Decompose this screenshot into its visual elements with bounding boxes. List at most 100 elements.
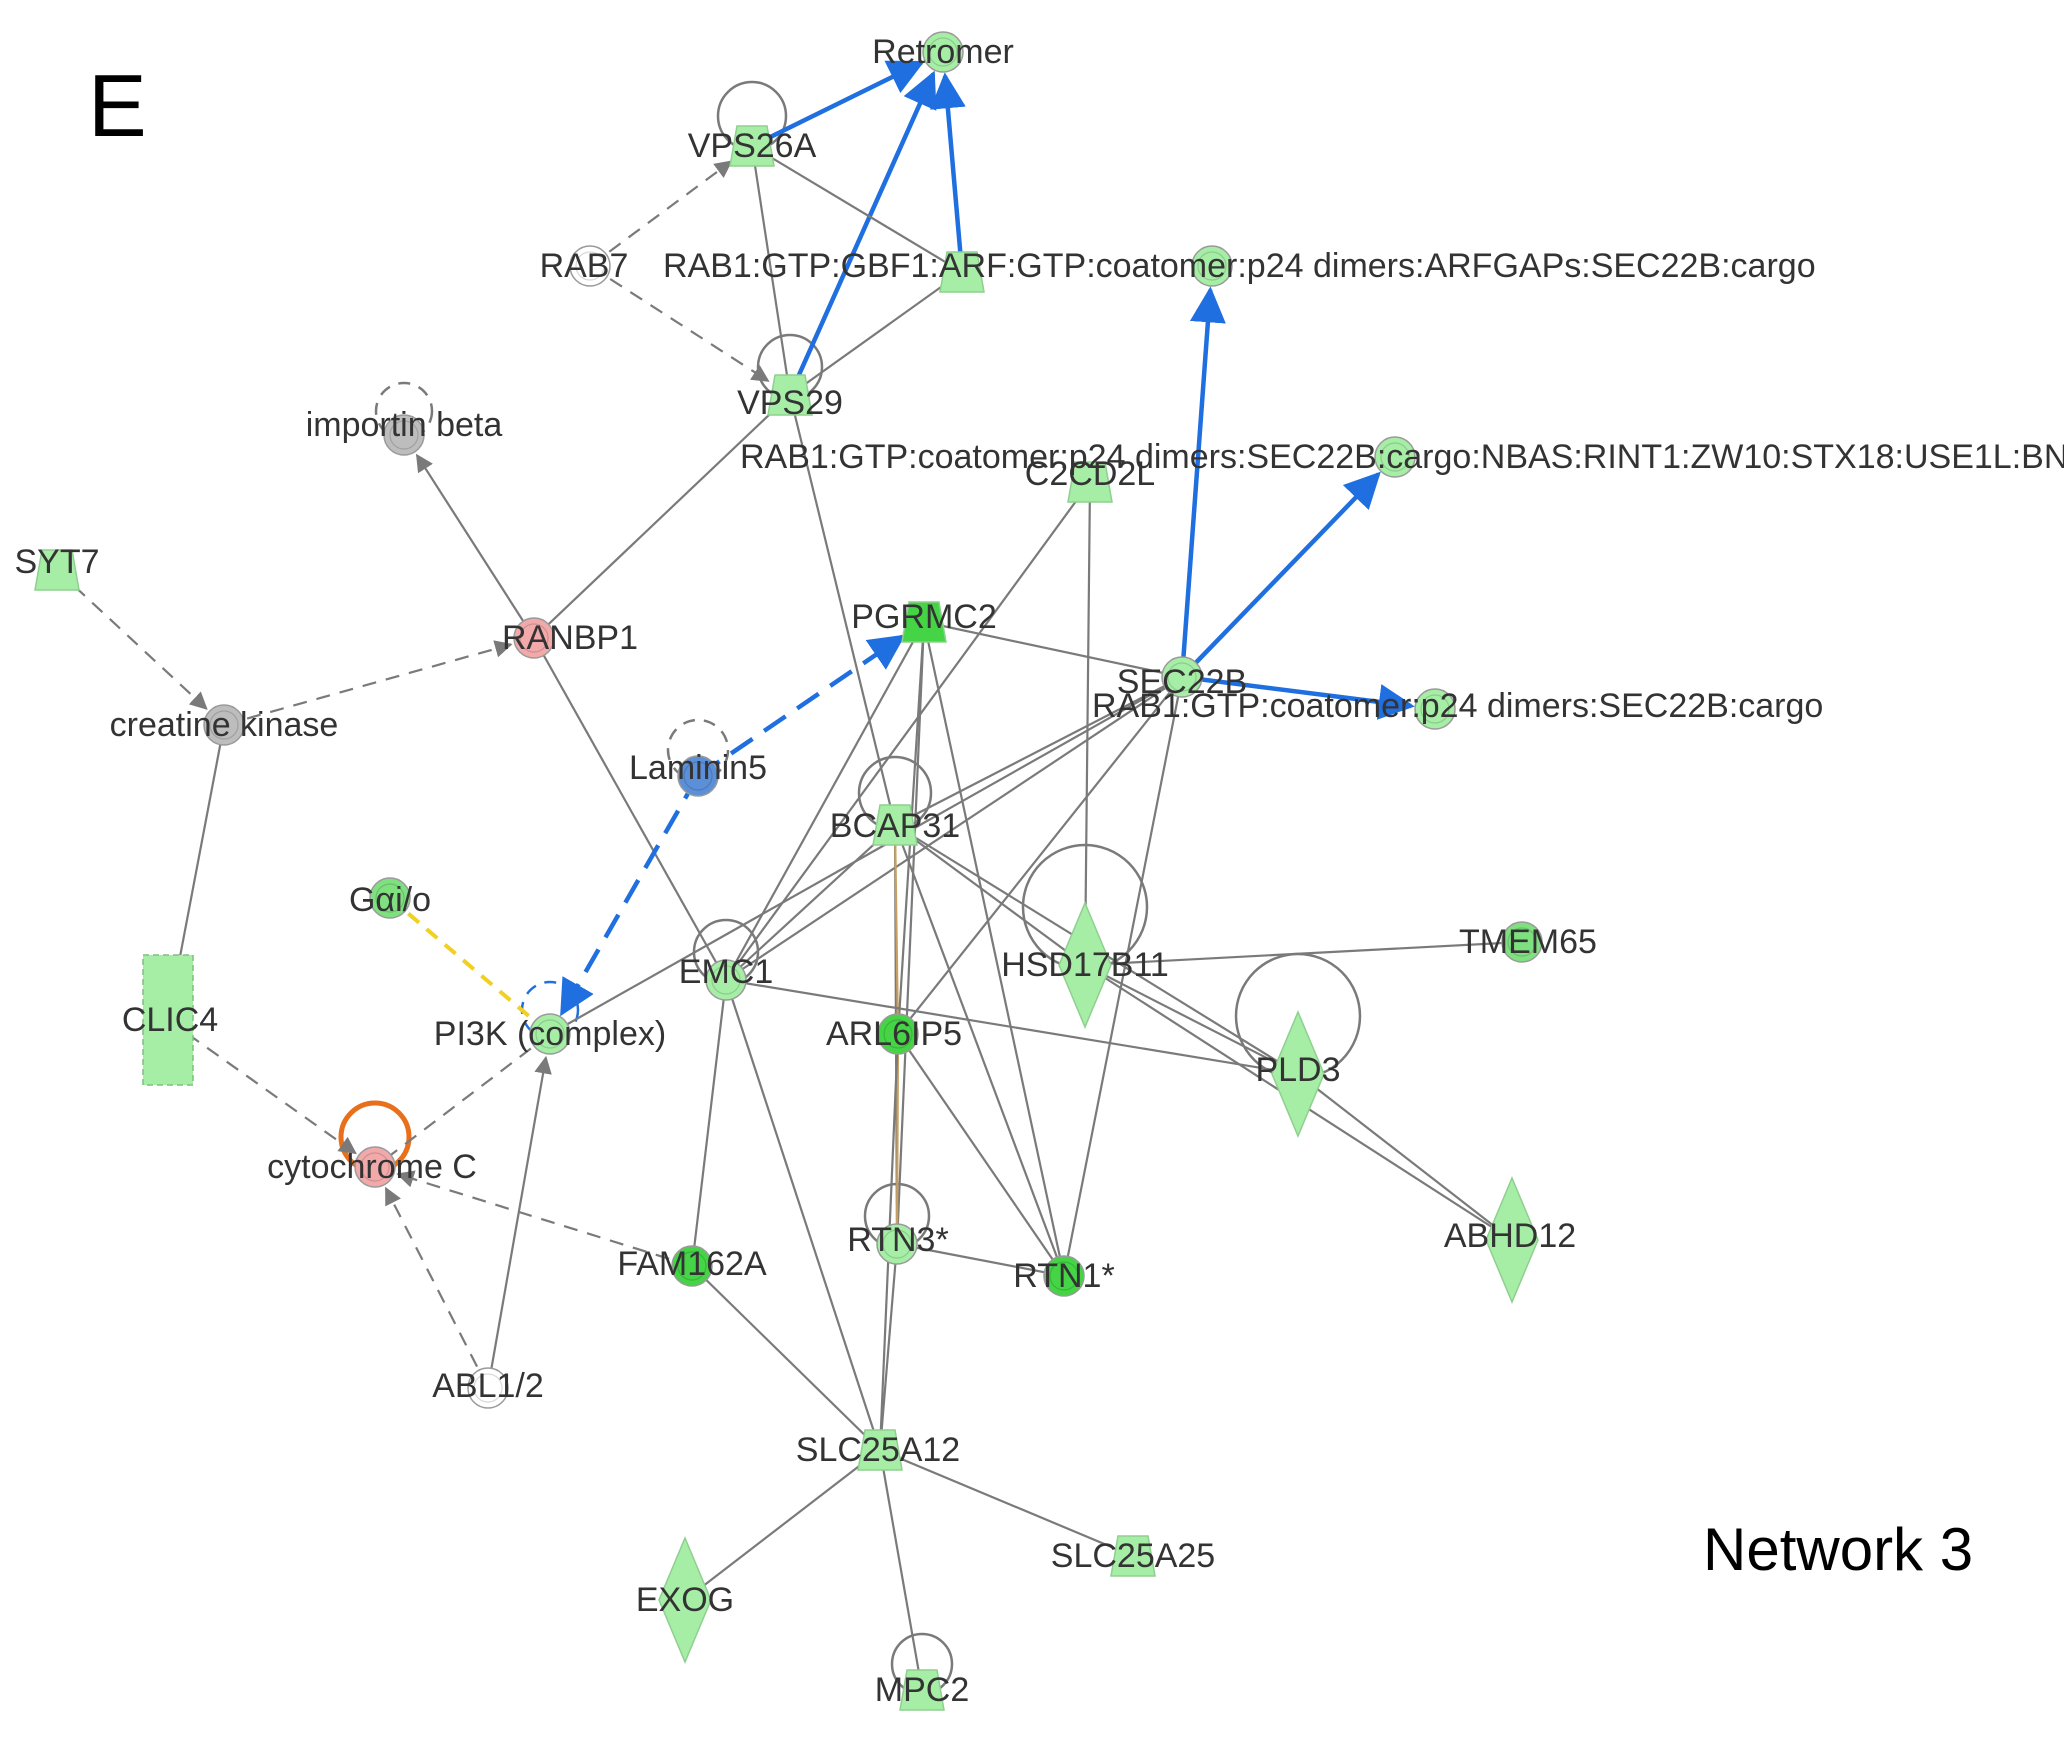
edge-abl12-to-pi3k (486, 1055, 552, 1389)
node-rtn3[interactable] (876, 1223, 918, 1265)
node-ranbp1[interactable] (513, 617, 555, 659)
edge-galphai-to-pi3k (388, 896, 552, 1036)
label-rab1-p24: RAB1:GTP:coatomer:p24 dimers:SEC22B:carg… (1092, 687, 1823, 725)
edge-rtn3-to-slc25a12 (878, 1243, 899, 1451)
edge-pi3k-to-cytochrome-c (374, 1033, 551, 1168)
label-bcap31: BCAP31 (830, 807, 960, 845)
label-importin-beta: importin beta (306, 406, 503, 444)
edge-vps35-to-vps29 (789, 271, 963, 396)
edge-ranbp1-to-importin-beta (415, 453, 535, 639)
edge-pgrmc2-to-rtn1 (922, 621, 1066, 1277)
label-creatine-kinase: creatine kinase (110, 706, 339, 744)
edge-abl12-to-cytochrome-c (384, 1186, 489, 1389)
label-pgrmc2: PGRMC2 (851, 598, 996, 636)
label-sec22b: SEC22B (1117, 663, 1247, 701)
node-c2cd2l[interactable] (1067, 461, 1113, 503)
label-pi3k: PI3K (complex) (434, 1015, 666, 1053)
node-exog[interactable] (658, 1536, 712, 1664)
edge-sec22b-to-rab1-p24 (1181, 674, 1415, 720)
label-rtn3: RTN3* (847, 1221, 948, 1259)
edge-vps35-to-retromer (929, 72, 966, 273)
edge-pgrmc2-to-emc1 (725, 621, 925, 981)
node-hsd17b11[interactable] (1058, 901, 1112, 1029)
node-tmem65[interactable] (1501, 921, 1543, 963)
label-vps29: VPS29 (737, 384, 843, 422)
label-retromer: Retromer (872, 33, 1014, 71)
edge-ranbp1-to-emc1 (533, 637, 727, 981)
label-c2cd2l: C2CD2L (1025, 455, 1155, 493)
edge-emc1-to-pld3 (725, 978, 1299, 1076)
edge-fam162a-to-cytochrome-c (396, 1170, 693, 1268)
node-clic4[interactable] (142, 954, 194, 1086)
edge-rab7-to-vps26a (589, 160, 733, 267)
node-arl6ip5[interactable] (877, 1013, 919, 1055)
node-galphai[interactable] (369, 877, 411, 919)
label-abl12: ABL1/2 (432, 1367, 544, 1405)
edge-arl6ip5-to-rtn1 (897, 1033, 1065, 1277)
node-creatine-kinase[interactable] (203, 704, 245, 746)
node-mpc2[interactable] (899, 1669, 945, 1711)
edge-laminin5-to-pi3k (559, 774, 700, 1017)
node-rab7[interactable] (569, 245, 611, 287)
label-syt7: SYT7 (14, 543, 99, 581)
label-rab1-nbas: RAB1:GTP:coatomer:p24 dimers:SEC22B:carg… (740, 438, 2064, 476)
node-abl12[interactable] (467, 1367, 509, 1409)
edge-clic4-to-cytochrome-c (167, 1019, 357, 1155)
node-pgrmc2[interactable] (901, 601, 947, 643)
label-exog: EXOG (636, 1581, 734, 1619)
node-vps29[interactable] (767, 374, 813, 416)
node-rab1-p24[interactable] (1414, 688, 1456, 730)
edge-laminin5-to-pgrmc2 (696, 634, 906, 778)
label-vps26a: VPS26A (688, 127, 817, 165)
edge-sec22b-to-rab1-nbas (1180, 471, 1381, 679)
edge-hsd17b11-to-pld3 (1084, 964, 1299, 1075)
node-pi3k[interactable] (529, 1013, 571, 1055)
edge-sec22b-to-emc1 (725, 676, 1183, 981)
node-slc25a25[interactable] (1110, 1535, 1156, 1577)
label-abhd12: ABHD12 (1444, 1217, 1576, 1255)
label-clic4: CLIC4 (122, 1001, 218, 1039)
edge-vps26a-to-vps35 (751, 145, 963, 273)
label-rtn1: RTN1* (1013, 1257, 1114, 1295)
node-syt7[interactable] (34, 549, 80, 591)
edge-pgrmc2-to-sec22b (923, 620, 1183, 679)
edge-vps29-to-retromer (787, 70, 937, 396)
label-ranbp1: RANBP1 (502, 619, 638, 657)
label-hsd17b11: HSD17B11 (1001, 946, 1169, 984)
label-mpc2: MPC2 (875, 1671, 969, 1709)
node-abhd12[interactable] (1485, 1176, 1539, 1304)
node-slc25a12[interactable] (857, 1429, 903, 1471)
node-rab1-nbas[interactable] (1374, 436, 1416, 478)
node-rab1-gbf1[interactable] (1191, 245, 1233, 287)
node-sec22b[interactable] (1161, 656, 1203, 698)
label-rab7: RAB7 (540, 247, 629, 285)
edge-rtn3-to-rtn1 (896, 1242, 1065, 1278)
label-tmem65: TMEM65 (1459, 923, 1597, 961)
edge-emc1-to-slc25a12 (724, 979, 882, 1451)
edge-bcap31-to-emc1 (725, 824, 896, 981)
edge-pgrmc2-to-rtn3 (895, 621, 926, 1245)
node-retromer[interactable] (922, 31, 964, 73)
node-emc1[interactable] (705, 959, 747, 1001)
edge-pld3-to-abhd12 (1297, 1073, 1513, 1241)
node-cytochrome-c[interactable] (354, 1146, 396, 1188)
node-vps26a[interactable] (729, 125, 775, 167)
network-label: Network 3 (1703, 1516, 1974, 1583)
edge-syt7-to-creatine-kinase (56, 569, 208, 710)
node-rtn1[interactable] (1043, 1255, 1085, 1297)
node-importin-beta[interactable] (383, 414, 425, 456)
label-cytochrome-c: cytochrome C (267, 1148, 477, 1186)
edge-vps26a-to-vps29 (750, 145, 792, 396)
node-laminin5[interactable] (677, 755, 719, 797)
node-vps35[interactable] (939, 251, 985, 293)
edge-sec22b-to-bcap31 (894, 676, 1183, 826)
edge-bcap31-to-hsd17b11 (894, 824, 1086, 966)
node-fam162a[interactable] (671, 1245, 713, 1287)
node-bcap31[interactable] (872, 804, 918, 846)
edge-c2cd2l-to-hsd17b11 (1083, 481, 1092, 966)
edge-vps26a-to-retromer (751, 60, 925, 149)
label-laminin5: Laminin5 (629, 749, 767, 787)
edge-hsd17b11-to-tmem65 (1084, 940, 1523, 967)
node-pld3[interactable] (1271, 1010, 1325, 1138)
